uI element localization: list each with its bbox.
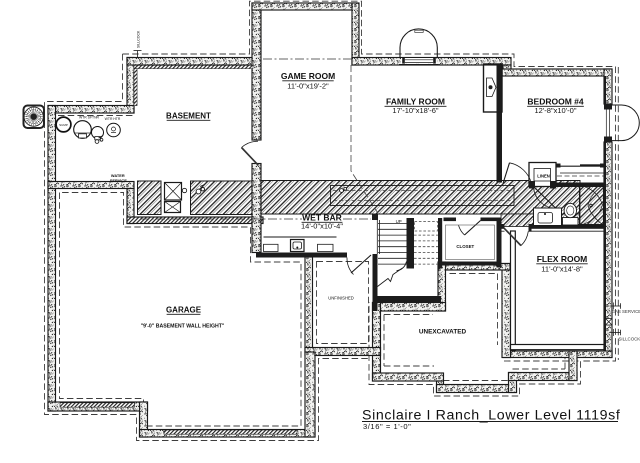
svg-text:WTR HTR: WTR HTR [105, 117, 121, 121]
svg-text:UP: UP [396, 219, 402, 224]
svg-text:UNFINISHED: UNFINISHED [328, 296, 354, 301]
svg-text:Sinclaire I Ranch_Lower Level: Sinclaire I Ranch_Lower Level 1119sf [362, 408, 620, 424]
svg-text:SUMP: SUMP [59, 123, 68, 127]
svg-text:GAS SERVICE: GAS SERVICE [612, 309, 640, 314]
svg-text:FAMILY ROOM: FAMILY ROOM [386, 97, 445, 107]
svg-text:BEDROOM #4: BEDROOM #4 [527, 97, 583, 107]
svg-text:CLOSET: CLOSET [456, 244, 474, 249]
svg-text:WET BAR: WET BAR [302, 213, 342, 223]
svg-text:GAME ROOM: GAME ROOM [281, 71, 335, 81]
svg-text:WATER: WATER [111, 173, 125, 178]
svg-text:UNEXCAVATED: UNEXCAVATED [419, 329, 467, 336]
svg-text:GARAGE: GARAGE [166, 306, 202, 315]
svg-text:17'-10"x18'-6": 17'-10"x18'-6" [392, 106, 438, 115]
svg-text:3/16" = 1'-0": 3/16" = 1'-0" [363, 422, 411, 431]
svg-text:SILLCOCK: SILLCOCK [619, 337, 640, 342]
svg-text:SERVICE: SERVICE [110, 178, 127, 183]
svg-text:11'-0"x19'-2": 11'-0"x19'-2" [287, 82, 329, 91]
svg-text:BASEMENT: BASEMENT [166, 112, 211, 121]
svg-text:12'-8"x10'-0": 12'-8"x10'-0" [535, 106, 577, 115]
svg-text:FLEX ROOM: FLEX ROOM [537, 254, 588, 264]
svg-text:LINEN: LINEN [537, 174, 550, 179]
svg-text:14'-0"x10'-4": 14'-0"x10'-4" [301, 222, 343, 231]
svg-text:11'-0"x14'-8": 11'-0"x14'-8" [541, 265, 583, 274]
svg-text:WTR SFTNR: WTR SFTNR [79, 116, 100, 120]
svg-text:"9'-0" BASEMENT WALL HEIGHT": "9'-0" BASEMENT WALL HEIGHT" [141, 324, 225, 330]
svg-text:SILLCOCK: SILLCOCK [137, 30, 141, 48]
